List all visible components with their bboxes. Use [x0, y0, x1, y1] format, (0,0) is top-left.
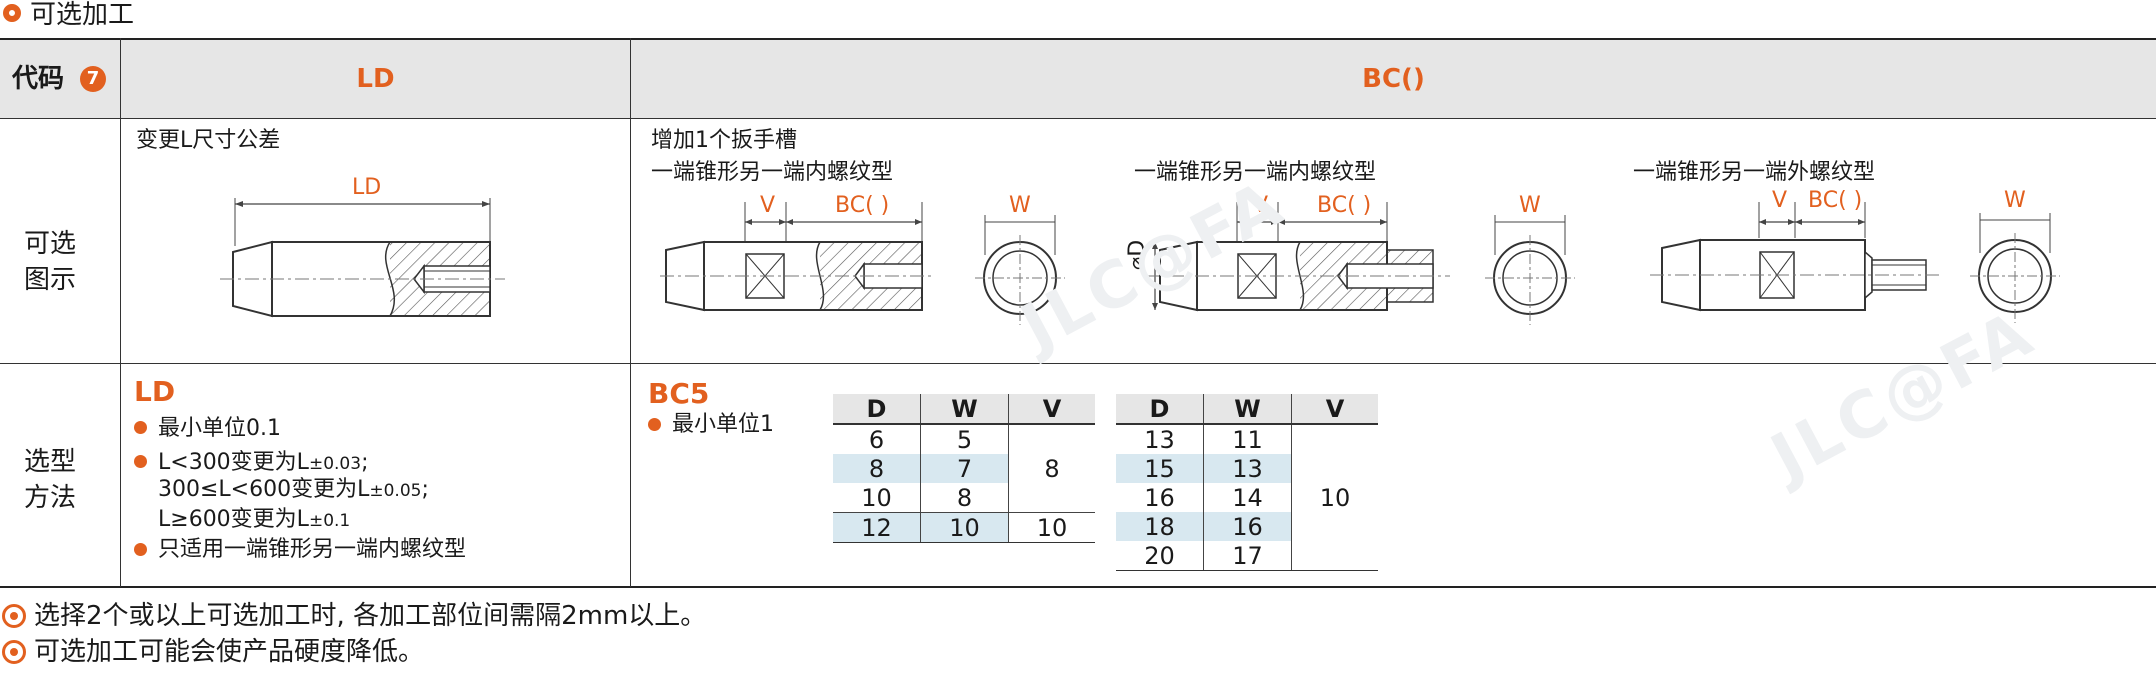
table1-merged-v: 8 — [1008, 424, 1095, 513]
section-title: 可选加工 — [30, 0, 135, 30]
bc1-dim-v: V — [760, 193, 776, 218]
section-ring-icon — [3, 4, 21, 22]
note-2: 可选加工可能会使产品硬度降低。 — [34, 637, 425, 667]
table-row: 20 17 — [1116, 541, 1378, 571]
col-divider-1 — [120, 38, 121, 587]
header-divider — [0, 118, 2156, 119]
note-1-icon — [2, 604, 26, 628]
row-label-diagram: 可选 图示 — [24, 229, 77, 295]
bc-pin-drawing-1 — [660, 202, 935, 312]
ld-bullet-3 — [134, 543, 147, 556]
bc-pin-drawing-2 — [1145, 202, 1450, 312]
table-bottom-border — [0, 586, 2156, 588]
table1-header-v: V — [1008, 394, 1095, 425]
code-badge: 7 — [80, 66, 106, 92]
bc-bullet — [648, 418, 661, 431]
table-row: 16 14 — [1116, 483, 1378, 512]
bc-end-view-2 — [1485, 215, 1575, 325]
table-row: 18 16 — [1116, 512, 1378, 541]
ld-bullet-3-text: 只适用一端锥形另一端内螺纹型 — [158, 537, 467, 562]
bc-end-view-1 — [975, 215, 1065, 325]
table2-header-v: V — [1291, 394, 1378, 425]
bc-size-table-2: D W V 13 11 10 15 13 16 14 18 16 20 17 — [1116, 394, 1378, 571]
row-divider — [0, 363, 2156, 364]
bc-bullet-text: 最小单位1 — [672, 412, 774, 437]
table1-header-w: W — [920, 394, 1009, 425]
bc3-dim-w: W — [2004, 188, 2026, 213]
bc2-dim-bc: BC( ) — [1317, 193, 1372, 218]
note-1: 选择2个或以上可选加工时, 各加工部位间需隔2mm以上。 — [34, 601, 707, 631]
table-row: 8 7 — [833, 454, 1095, 483]
bc-type-3: 一端锥形另一端外螺纹型 — [1633, 160, 1876, 185]
bc-type-2: 一端锥形另一端内螺纹型 — [1134, 160, 1377, 185]
table-row: 13 11 10 — [1116, 424, 1378, 571]
ld-bullet-1-text: 最小单位0.1 — [158, 416, 281, 441]
bc1-dim-bc: BC( ) — [835, 193, 890, 218]
ld-pin-drawing — [220, 198, 505, 318]
table-row: 6 5 8 — [833, 424, 1095, 513]
table2-header-d: D — [1116, 394, 1204, 425]
code-label: 代码 — [12, 64, 65, 94]
table2-merged-v: 10 — [1291, 424, 1378, 571]
ld-tolerance-line-1: L<300变更为L±0.03; — [158, 450, 369, 475]
row-label-selection: 选型 方法 — [24, 447, 77, 513]
table-row: 12 10 10 — [833, 512, 1095, 543]
col-divider-2 — [630, 38, 631, 587]
ld-tolerance-line-3: L≥600变更为L±0.1 — [158, 507, 351, 532]
ld-dim-label: LD — [352, 175, 382, 200]
bc3-dim-v: V — [1772, 188, 1788, 213]
table-row: 10 8 — [833, 483, 1095, 513]
bc-size-table-1: D W V 6 5 8 8 7 10 8 12 10 10 — [833, 394, 1095, 543]
table-header-bg — [0, 38, 2156, 118]
bc-selection-code: BC5 — [648, 377, 710, 410]
bc-end-view-3 — [1970, 213, 2060, 323]
ld-diagram-caption: 变更L尺寸公差 — [136, 128, 281, 153]
ld-bullet-2 — [134, 455, 147, 468]
col-header-bc: BC() — [1362, 64, 1425, 94]
table2-header-w: W — [1203, 394, 1292, 425]
bc2-dim-w: W — [1519, 193, 1541, 218]
bc-diagram-caption: 增加1个扳手槽 — [651, 128, 797, 153]
bc-type-1: 一端锥形另一端内螺纹型 — [651, 160, 894, 185]
table1-header-d: D — [833, 394, 921, 425]
col-header-ld: LD — [356, 64, 395, 94]
bc-pin-drawing-3 — [1650, 202, 1940, 312]
note-2-icon — [2, 640, 26, 664]
bc2-dim-v: V — [1253, 193, 1269, 218]
ld-bullet-1 — [134, 421, 147, 434]
ld-tolerance-line-2: 300≤L<600变更为L±0.05; — [158, 477, 429, 502]
ld-selection-code: LD — [134, 375, 176, 408]
table-top-border — [0, 38, 2156, 40]
bc3-dim-bc: BC( ) — [1808, 188, 1863, 213]
table-row: 15 13 — [1116, 454, 1378, 483]
bc1-dim-w: W — [1009, 193, 1031, 218]
